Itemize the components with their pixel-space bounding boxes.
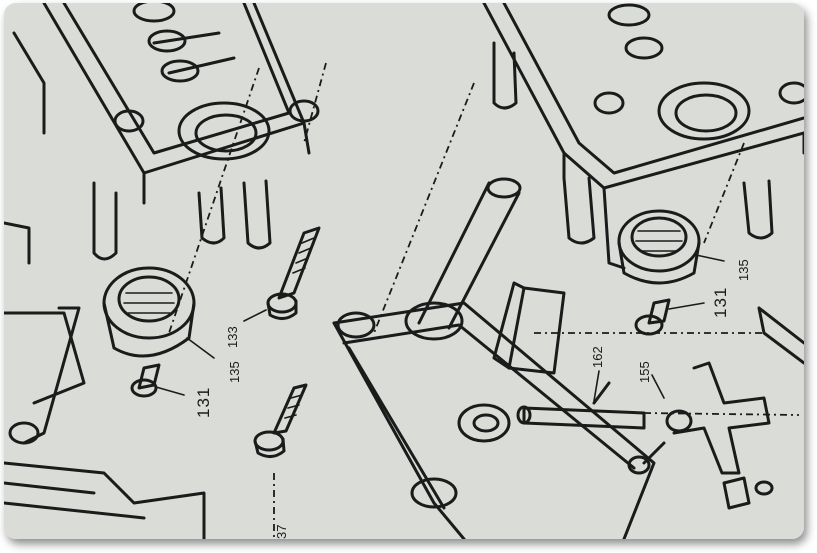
exploded-parts-diagram: 133 135 131 135 131 162 155 37 — [4, 3, 804, 539]
callout-37: 37 — [274, 525, 289, 539]
right-housing-assembly — [482, 3, 804, 270]
callout-135-left: 135 — [227, 361, 242, 383]
paper-background — [4, 3, 804, 539]
needle-bearing-left — [102, 266, 196, 358]
left-lower-assembly — [4, 221, 206, 539]
needle-bearing-right — [617, 209, 701, 285]
callout-162: 162 — [590, 346, 605, 368]
lever-155 — [627, 361, 774, 510]
diagram-frame: 133 135 131 135 131 162 155 37 — [4, 3, 804, 539]
callout-133: 133 — [225, 326, 240, 348]
callout-leaders — [155, 254, 725, 402]
screw-lower — [253, 383, 308, 458]
screw-131-left — [130, 363, 161, 398]
callout-155: 155 — [637, 361, 652, 383]
left-housing-assembly — [12, 3, 320, 261]
axis-line — [168, 67, 260, 334]
axis-line — [303, 62, 327, 144]
center-frame-assembly — [332, 177, 656, 539]
callout-135-right: 135 — [736, 259, 751, 281]
callout-131-right: 131 — [711, 287, 730, 318]
axis-line — [373, 82, 475, 334]
screw-133 — [266, 226, 321, 320]
screw-131-right — [634, 298, 671, 336]
right-edge-part — [757, 306, 804, 365]
callout-131-left: 131 — [194, 387, 213, 418]
axis-line — [703, 142, 745, 244]
